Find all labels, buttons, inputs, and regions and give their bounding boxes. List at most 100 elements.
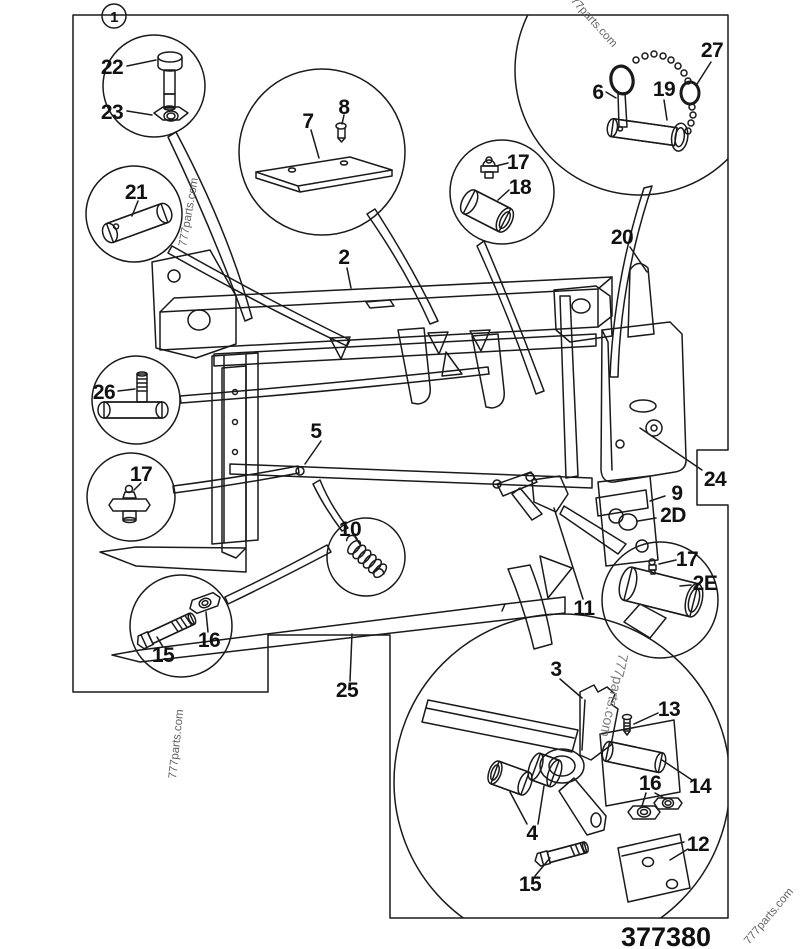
- carriage-assembly-drawing: [99, 249, 687, 599]
- balloon-3-4-12: [393, 613, 728, 918]
- callout-labels: 22 23 21 7 8 17 18 6 19 27 2 20 26 17 5 …: [93, 39, 728, 896]
- callout-10: 10: [339, 518, 362, 547]
- part-bush-2E: [618, 558, 704, 639]
- callout-2D: 2D: [637, 504, 687, 527]
- svg-text:17: 17: [676, 548, 698, 571]
- callout-12: 12: [669, 833, 710, 861]
- svg-text:6: 6: [592, 81, 603, 104]
- svg-text:21: 21: [125, 181, 148, 204]
- figure-part-number: 377380: [621, 922, 711, 949]
- callout-9: 9: [649, 482, 683, 505]
- loose-fork-25: [111, 596, 566, 663]
- watermark-top-right: 777parts.com: [564, 0, 620, 50]
- callout-balloons: [85, 15, 728, 918]
- callout-19: 19: [653, 78, 676, 121]
- part-grease-nipple-17: [108, 484, 151, 524]
- callout-7: 7: [302, 110, 320, 159]
- balloon-17-left: [86, 452, 176, 542]
- diagram-ref-balloon: 1: [101, 3, 127, 29]
- callout-11: 11: [553, 507, 596, 620]
- svg-text:2: 2: [338, 246, 349, 269]
- fork-blade: [99, 546, 247, 573]
- part-group-bottom-detail: [421, 684, 691, 903]
- balloon-leader-swooshes: [167, 131, 653, 650]
- callout-15b: 15: [519, 857, 551, 896]
- callout-20: 20: [611, 226, 648, 273]
- svg-text:4: 4: [526, 822, 538, 845]
- svg-text:5: 5: [310, 420, 322, 443]
- callout-17c: 17: [658, 548, 699, 571]
- svg-text:2D: 2D: [660, 504, 686, 527]
- balloon-10: [326, 517, 406, 597]
- svg-text:2E: 2E: [693, 572, 718, 595]
- svg-text:15: 15: [152, 644, 175, 667]
- svg-text:17: 17: [130, 463, 152, 486]
- part-plate-7-pin-8: [255, 122, 393, 193]
- balloon-17-2E: [601, 541, 719, 659]
- callout-17b: 17: [130, 463, 153, 491]
- watermark-bottom-left: 777parts.com: [167, 709, 186, 780]
- part-pin-21: [101, 202, 173, 244]
- callout-16a: 16: [198, 611, 221, 652]
- ref-label: 1: [110, 9, 118, 26]
- svg-text:7: 7: [302, 110, 313, 133]
- balloon-26: [91, 355, 181, 445]
- part-tpin-26: [97, 371, 169, 419]
- balloon-15-16: [129, 574, 233, 678]
- callout-15a: 15: [152, 636, 175, 667]
- svg-text:9: 9: [671, 482, 682, 505]
- callout-2: 2: [338, 246, 352, 289]
- callout-2E: 2E: [679, 572, 718, 595]
- balloon-22-23: [102, 34, 206, 138]
- callout-8: 8: [338, 96, 351, 125]
- svg-text:16: 16: [198, 629, 220, 652]
- watermark-left: 777parts.com: [177, 177, 201, 248]
- callout-22: 22: [101, 56, 157, 79]
- svg-text:15: 15: [519, 873, 542, 896]
- svg-text:23: 23: [101, 101, 123, 124]
- svg-text:3: 3: [550, 658, 561, 681]
- callout-23: 23: [101, 101, 153, 124]
- left-mount-bracket: [151, 249, 237, 359]
- diagram-frame-border: [72, 14, 729, 919]
- svg-text:25: 25: [336, 679, 359, 702]
- pivot-boss: [618, 513, 638, 531]
- serial-decal: [595, 489, 649, 517]
- callout-21: 21: [125, 181, 148, 217]
- callout-18: 18: [497, 176, 532, 201]
- part-lynchpin-6-pin-19-chain-27: [606, 50, 701, 152]
- callout-13: 13: [633, 698, 681, 725]
- watermark-bottom-right: 777parts.com: [742, 886, 796, 947]
- balloon-21: [85, 165, 183, 263]
- svg-text:27: 27: [701, 39, 723, 62]
- clipped-balloons: [393, 15, 728, 918]
- svg-text:22: 22: [101, 56, 123, 79]
- callout-5: 5: [304, 420, 323, 465]
- svg-text:14: 14: [689, 775, 712, 798]
- fork-shank: [221, 365, 247, 559]
- callout-24: 24: [639, 427, 727, 491]
- svg-text:13: 13: [658, 698, 680, 721]
- svg-text:26: 26: [93, 381, 115, 404]
- balloon-17-18: [449, 139, 555, 245]
- svg-text:10: 10: [339, 518, 361, 541]
- part-bolt-22-nut-23: [153, 51, 189, 122]
- balloon-7-8: [238, 68, 406, 236]
- right-mount-bracket: [553, 285, 613, 343]
- callout-17a: 17: [495, 151, 530, 174]
- svg-text:16: 16: [639, 772, 661, 795]
- balloon-6-19-27: [514, 15, 728, 196]
- part-spring-10: [345, 534, 388, 579]
- svg-text:12: 12: [687, 833, 709, 856]
- svg-text:8: 8: [338, 96, 350, 119]
- svg-text:11: 11: [573, 597, 595, 620]
- latch-plate: [600, 321, 687, 483]
- callout-25: 25: [336, 633, 359, 702]
- svg-text:24: 24: [704, 468, 727, 491]
- part-nipple-17-bush-18: [459, 156, 515, 233]
- fork-stop-latch: [531, 475, 569, 513]
- positioning-bar: [229, 463, 593, 489]
- svg-text:18: 18: [509, 176, 532, 199]
